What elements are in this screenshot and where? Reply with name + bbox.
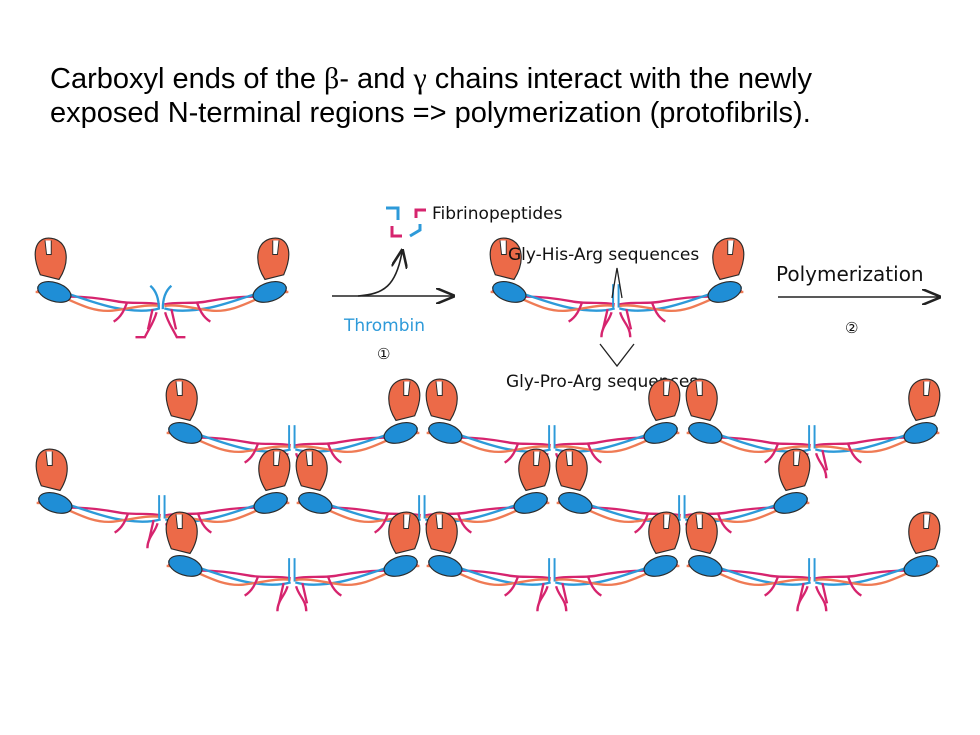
gly-pro-arg-pointer xyxy=(599,343,635,368)
step1-arrow xyxy=(332,252,452,296)
fibrinopeptides-icon xyxy=(386,206,426,238)
fibrin-monomer xyxy=(36,449,290,548)
gamma-symbol: γ xyxy=(413,62,427,95)
fibrin-monomer xyxy=(166,379,420,478)
title-line-1: Carboxyl ends of the β- and γ chains int… xyxy=(50,62,812,95)
step2-marker: ② xyxy=(845,319,858,337)
fibrin-monomer xyxy=(296,449,550,548)
branch-arrow-icon xyxy=(357,252,402,297)
gly-his-arg-pointer xyxy=(611,267,623,299)
slide-title: Carboxyl ends of the β- and γ chains int… xyxy=(50,62,950,130)
fibrinogen-molecule-icon xyxy=(35,238,289,337)
gly-pro-arg-label: Gly-Pro-Arg sequences xyxy=(506,372,698,392)
fibrin-monomer xyxy=(556,449,810,548)
thrombin-label: Thrombin xyxy=(343,316,425,336)
gly-his-arg-label: Gly-His-Arg sequences xyxy=(508,245,699,265)
fibrin-monomer xyxy=(686,379,940,478)
protofibril-row-3 xyxy=(166,512,940,611)
step1-marker: ① xyxy=(377,345,390,363)
polymerization-label: Polymerization xyxy=(776,262,924,286)
fibrin-monomer xyxy=(426,379,680,478)
beta-symbol: β xyxy=(324,62,340,95)
protofibril-lattice xyxy=(36,379,940,611)
fibrinopeptides-label: Fibrinopeptides xyxy=(432,204,563,224)
title-line-2: exposed N-terminal regions => polymeriza… xyxy=(50,97,811,129)
